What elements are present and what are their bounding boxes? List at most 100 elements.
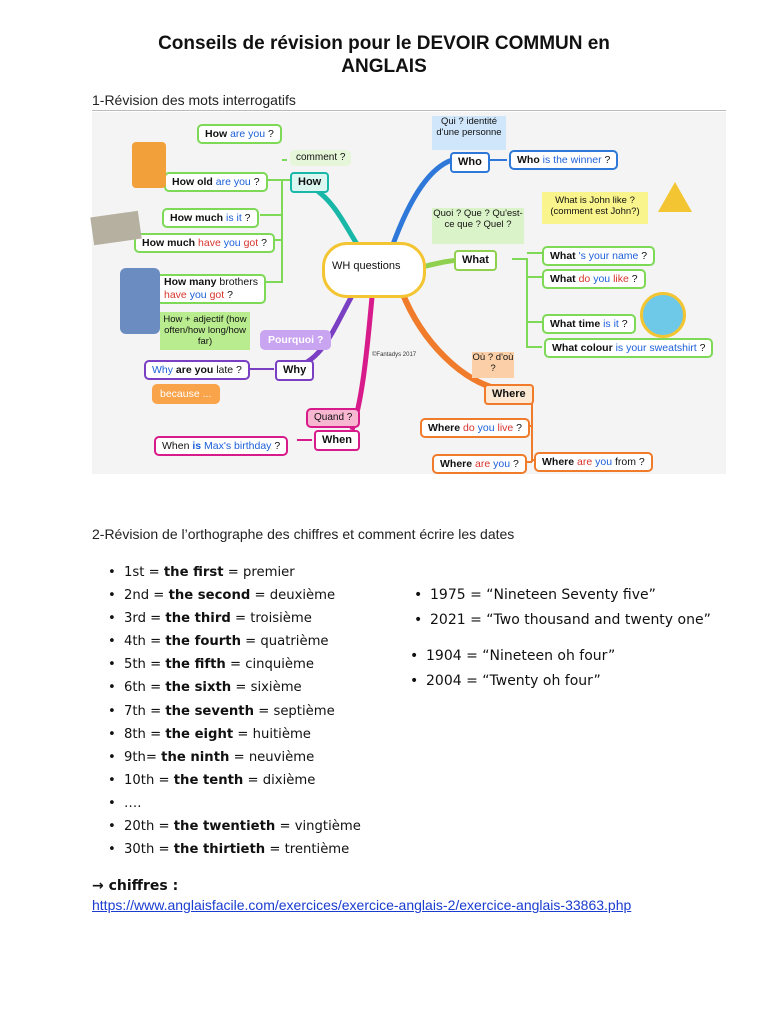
how-hub: How <box>290 172 330 193</box>
who-fr: Qui ? identité d'une personne <box>432 116 506 150</box>
how-item-1: How are you ? <box>197 124 282 144</box>
years-list-2: 1904 = “Nineteen oh four” 2004 = “Twenty… <box>410 644 615 694</box>
who-item: Who is the winner ? <box>509 150 619 170</box>
ordinal-item: 9th= the ninth = neuvième <box>108 746 361 769</box>
ordinal-item: 10th = the tenth = dixième <box>108 769 361 792</box>
ordinal-number: 30th = <box>124 842 174 858</box>
ordinal-item: 20th = the twentieth = vingtième <box>108 815 361 838</box>
ordinal-number: 1st = <box>124 565 164 580</box>
ordinal-word: the tenth <box>173 772 244 788</box>
children-icon <box>120 268 160 334</box>
ordinal-number: 10th = <box>124 772 174 788</box>
ordinal-word: the seventh <box>165 703 255 719</box>
section1-rule <box>92 110 726 111</box>
warning-icon <box>658 182 692 212</box>
ordinal-item: …. <box>108 792 361 815</box>
ordinal-item: 4th = the fourth = quatrième <box>108 630 361 653</box>
ordinal-number: 4th = <box>124 634 166 650</box>
where-fr: Où ? d'où ? <box>472 352 514 378</box>
ordinal-number: 3rd = <box>124 611 166 627</box>
ordinal-french: = dixième <box>243 772 316 788</box>
ordinal-word: the ninth <box>161 749 230 765</box>
what-hub: What <box>454 250 497 271</box>
because-label: because ... <box>152 384 220 404</box>
what-like-note: What is John like ? (comment est John?) <box>542 192 648 224</box>
year-item: 1904 = “Nineteen oh four” <box>410 644 615 669</box>
why-fr: Pourquoi ? <box>260 330 332 350</box>
center-label: WH questions <box>332 260 401 272</box>
ordinal-item: 3rd = the third = troisième <box>108 607 361 630</box>
when-item: When is Max's birthday ? <box>154 436 289 456</box>
when-fr: Quand ? <box>306 408 361 428</box>
when-hub: When <box>314 430 360 451</box>
ordinal-french: = vingtième <box>275 819 361 835</box>
where-hub: Where <box>484 384 534 405</box>
chiffres-label: → chiffres : <box>92 878 179 894</box>
ordinal-number: 2nd = <box>124 588 169 604</box>
what-item-4: What colour is your sweatshirt ? <box>544 338 714 358</box>
year-item: 2021 = “Two thousand and twenty one” <box>414 608 711 633</box>
ordinal-french: = huitième <box>233 726 311 742</box>
ordinal-number: 20th = <box>124 819 174 835</box>
ordinal-french: = quatrième <box>240 634 329 650</box>
center-bubble <box>322 242 426 298</box>
ordinal-french: = premier <box>223 565 295 580</box>
what-item-3: What time is it ? <box>542 314 636 334</box>
ordinal-word: the thirtieth <box>173 842 266 858</box>
copyright: ©Fantadys 2017 <box>372 352 417 358</box>
ordinal-word: the twentieth <box>173 819 276 835</box>
ordinal-french: = sixième <box>231 680 302 696</box>
where-item-3: Where are you from ? <box>534 452 653 472</box>
year-item: 1975 = “Nineteen Seventy five” <box>414 583 711 608</box>
ordinal-item: 2nd = the second = deuxième <box>108 584 361 607</box>
ordinal-word: the fourth <box>165 634 241 650</box>
what-fr: Quoi ? Que ? Qu'est-ce que ? Quel ? <box>432 208 524 244</box>
ordinal-word: the third <box>165 611 231 627</box>
ordinal-french: = septième <box>254 703 335 719</box>
cake-icon <box>132 142 166 188</box>
how-item-3: How much is it ? <box>162 208 259 228</box>
ordinals-list: 1st = the first = premier2nd = the secon… <box>108 561 361 861</box>
ordinal-french: = neuvième <box>229 749 315 765</box>
section2-heading: 2-Révision de l’orthographe des chiffres… <box>92 526 515 542</box>
why-hub: Why <box>275 360 315 381</box>
ordinal-word: the first <box>163 565 224 580</box>
ordinal-word: the second <box>168 588 251 604</box>
ordinal-item: 30th = the thirtieth = trentième <box>108 838 361 861</box>
ordinal-number: 8th = <box>124 726 166 742</box>
ordinal-item: 1st = the first = premier <box>108 561 361 584</box>
ordinal-item: 6th = the sixth = sixième <box>108 676 361 699</box>
clock-icon <box>640 292 686 338</box>
ordinal-item: 5th = the fifth = cinquième <box>108 653 361 676</box>
document-title-line1: Conseils de révision pour le DEVOIR COMM… <box>158 33 610 54</box>
exercise-link[interactable]: https://www.anglaisfacile.com/exercices/… <box>92 897 632 913</box>
how-item-4: How much have you got ? <box>134 233 275 253</box>
ordinal-number: 7th = <box>124 703 166 719</box>
ordinal-number: …. <box>124 795 142 811</box>
where-item-2: Where are you ? <box>432 454 527 474</box>
ordinal-french: = trentième <box>265 842 350 858</box>
ordinal-number: 5th = <box>124 657 166 673</box>
where-item-1: Where do you live ? <box>420 418 531 438</box>
ordinal-french: = troisième <box>230 611 312 627</box>
section1-heading: 1-Révision des mots interrogatifs <box>92 92 296 108</box>
ordinal-french: = deuxième <box>250 588 336 604</box>
who-hub: Who <box>450 152 490 173</box>
ordinal-french: = cinquième <box>225 657 314 673</box>
what-item-1: What 's your name ? <box>542 246 656 266</box>
document-title-line2: ANGLAIS <box>341 56 427 77</box>
years-list-1: 1975 = “Nineteen Seventy five” 2021 = “T… <box>414 583 711 633</box>
ordinal-item: 8th = the eight = huitième <box>108 723 361 746</box>
how-item-2: How old are you ? <box>164 172 268 192</box>
ordinal-word: the sixth <box>165 680 232 696</box>
ordinal-item: 7th = the seventh = septième <box>108 700 361 723</box>
ordinal-word: the fifth <box>165 657 226 673</box>
ordinal-word: the eight <box>165 726 234 742</box>
what-item-2: What do you like ? <box>542 269 646 289</box>
why-item: Why are you late ? <box>144 360 250 380</box>
ordinal-number: 6th = <box>124 680 166 696</box>
ordinal-number: 9th= <box>124 749 162 765</box>
how-comment: comment ? <box>290 150 352 166</box>
how-adjectif-note: How + adjectif (how often/how long/how f… <box>160 312 250 350</box>
